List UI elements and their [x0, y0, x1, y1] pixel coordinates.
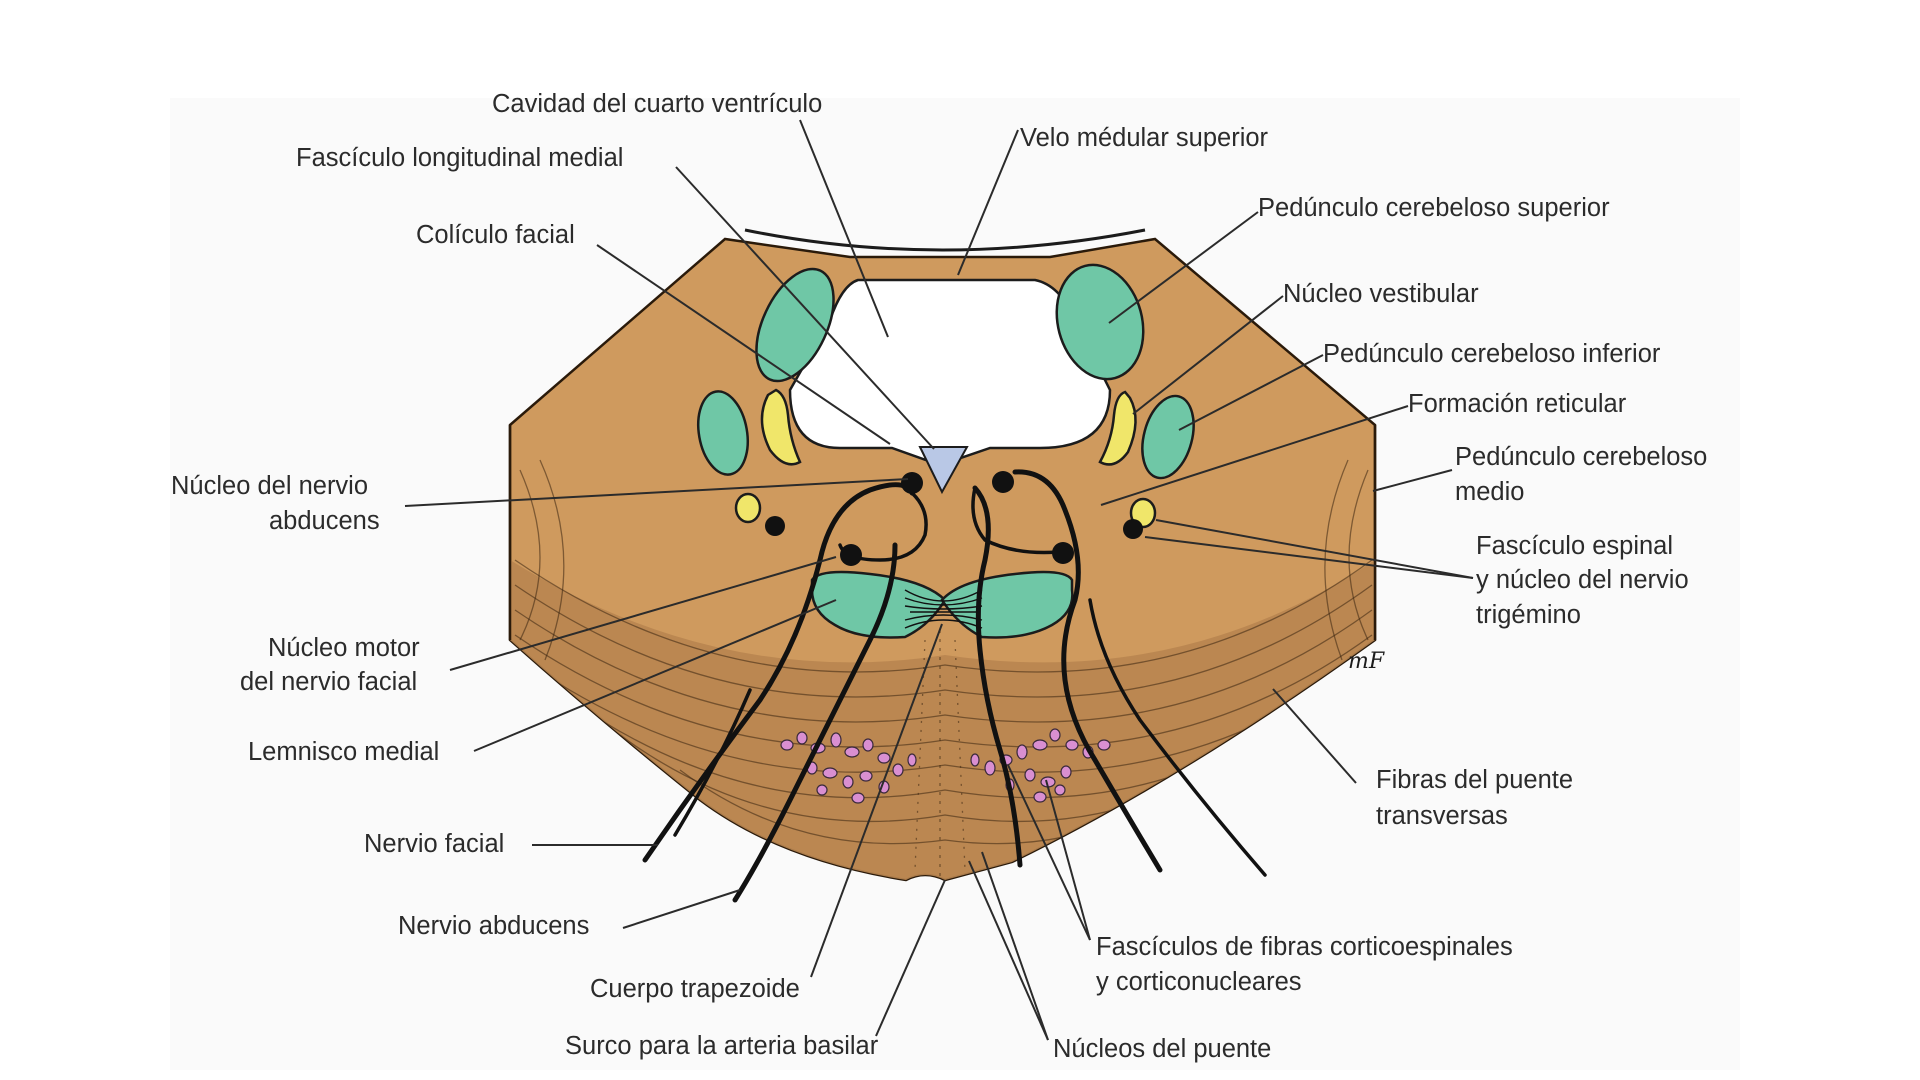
abducens-nucleus-left-dot — [901, 472, 923, 494]
leader-lines — [404, 119, 1474, 1041]
median-groove — [918, 446, 969, 495]
label-fibras-puente-transversas-line1: Fibras del puente — [1376, 766, 1573, 794]
label-nucleo-motor-facial-line2: del nervio facial — [240, 668, 417, 696]
superior-cerebellar-peduncle-right — [1055, 263, 1145, 381]
label-pedunculo-cerebeloso-medio-line2: medio — [1455, 478, 1524, 506]
label-nucleos-del-puente: Núcleos del puente — [1053, 1035, 1271, 1063]
label-nucleo-nervio-abducens-line2: abducens — [269, 507, 380, 535]
label-formacion-reticular: Formación reticular — [1408, 390, 1627, 418]
vestibular-nucleus-right — [1098, 390, 1137, 466]
vestibular-nucleus-left — [760, 388, 802, 466]
label-fasciculo-longitudinal-medial: Fascículo longitudinal medial — [296, 144, 623, 172]
label-cavidad-cuarto-ventriculo: Cavidad del cuarto ventrículo — [492, 90, 822, 118]
pons-body: mF — [508, 228, 1385, 903]
facial-nucleus-left-dot — [840, 544, 862, 566]
label-cuerpo-trapezoide: Cuerpo trapezoide — [590, 975, 800, 1003]
label-lemnisco-medial: Lemnisco medial — [248, 738, 439, 766]
label-pedunculo-cerebeloso-medio-line1: Pedúnculo cerebeloso — [1455, 443, 1707, 471]
abducens-nucleus-right-dot — [992, 471, 1014, 493]
label-fasciculo-espinal-line1: Fascículo espinal — [1476, 532, 1673, 560]
label-nucleo-vestibular: Núcleo vestibular — [1283, 280, 1479, 308]
label-nucleo-nervio-abducens-line1: Núcleo del nervio — [171, 472, 368, 500]
trigeminal-right-dot — [1123, 519, 1143, 539]
label-fasciculos-corticoespinales-line1: Fascículos de fibras corticoespinales — [1096, 933, 1513, 961]
facial-motor-nucleus-right — [940, 570, 1074, 639]
inferior-cerebellar-peduncle-left — [697, 390, 749, 476]
artist-signature: mF — [1348, 649, 1385, 674]
superior-medullary-velum — [744, 228, 1146, 252]
label-fibras-puente-transversas-line2: transversas — [1376, 802, 1508, 830]
superior-cerebellar-peduncle-left — [755, 267, 835, 383]
label-nucleo-motor-facial-line1: Núcleo motor — [268, 634, 420, 662]
label-velo-medular-superior: Velo médular superior — [1020, 124, 1269, 152]
labels: Cavidad del cuarto ventrículo Velo médul… — [171, 90, 1707, 1063]
inferior-cerebellar-peduncle-right — [1141, 394, 1195, 480]
label-nervio-facial: Nervio facial — [364, 830, 504, 858]
label-pedunculo-cerebeloso-superior: Pedúnculo cerebeloso superior — [1258, 194, 1610, 222]
label-surco-arteria-basilar: Surco para la arteria basilar — [565, 1032, 879, 1060]
trapezoid-body-crossing — [904, 589, 983, 629]
label-fasciculo-espinal-line2: y núcleo del nervio — [1476, 566, 1689, 594]
abducens-nerve-fibres — [673, 469, 1267, 903]
pontine-nuclei-right — [970, 728, 1111, 803]
spinal-trigeminal-nucleus-left — [734, 492, 762, 524]
facial-nerve-fibres — [642, 482, 1060, 868]
trigeminal-left-dot — [765, 516, 785, 536]
label-pedunculo-cerebeloso-inferior: Pedúnculo cerebeloso inferior — [1323, 340, 1661, 368]
label-fasciculos-corticoespinales-line2: y corticonucleares — [1096, 968, 1302, 996]
label-nervio-abducens: Nervio abducens — [398, 912, 589, 940]
label-coliculo-facial: Colículo facial — [416, 221, 575, 249]
facial-nucleus-right-dot — [1052, 542, 1074, 564]
label-fasciculo-espinal-line3: trigémino — [1476, 601, 1581, 629]
